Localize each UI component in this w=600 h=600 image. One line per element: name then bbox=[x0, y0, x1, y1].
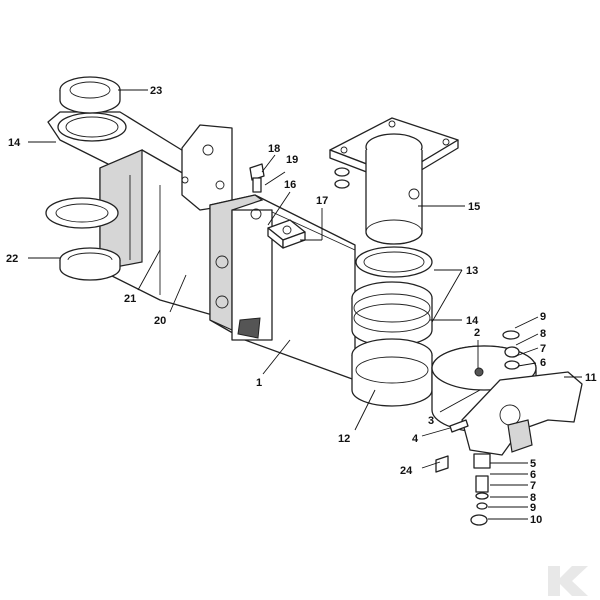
callout-3: 3 bbox=[428, 415, 434, 427]
callout-4: 4 bbox=[412, 433, 419, 445]
callout-6-upper: 6 bbox=[540, 357, 546, 369]
callout-8-lower: 8 bbox=[530, 492, 536, 504]
callout-21: 21 bbox=[124, 293, 136, 305]
callout-7-upper: 7 bbox=[540, 343, 546, 355]
callout-14-left: 14 bbox=[8, 137, 21, 149]
nut bbox=[334, 167, 350, 189]
callout-17: 17 bbox=[316, 195, 328, 207]
lower-pivot-ring bbox=[45, 197, 121, 281]
callout-13: 13 bbox=[466, 265, 478, 277]
wear-pad bbox=[267, 219, 306, 249]
clip bbox=[435, 455, 449, 473]
callout-16: 16 bbox=[284, 179, 296, 191]
leader-lines bbox=[28, 89, 582, 520]
flange-bushing bbox=[329, 117, 459, 245]
bushing-stack bbox=[351, 281, 433, 407]
callout-18: 18 bbox=[268, 143, 280, 155]
upper-pin-stack bbox=[502, 330, 520, 370]
bolt bbox=[249, 163, 265, 193]
callout-12: 12 bbox=[338, 433, 350, 445]
callout-19: 19 bbox=[286, 154, 298, 166]
kramp-k-logo-icon bbox=[548, 566, 588, 596]
seal-ring-top bbox=[59, 76, 121, 114]
grease-nipple bbox=[449, 419, 469, 433]
callout-5: 5 bbox=[530, 458, 536, 470]
callout-9-upper: 9 bbox=[540, 311, 546, 323]
callout-2: 2 bbox=[474, 327, 480, 339]
callout-15: 15 bbox=[468, 201, 480, 213]
callout-1: 1 bbox=[256, 377, 262, 389]
lower-pin-stack bbox=[470, 453, 491, 526]
callout-22: 22 bbox=[6, 253, 18, 265]
frame-column bbox=[99, 124, 233, 321]
callout-8-upper: 8 bbox=[540, 328, 546, 340]
callout-14-right: 14 bbox=[466, 315, 479, 327]
callout-7-lower: 7 bbox=[530, 480, 536, 492]
main-beam bbox=[209, 194, 356, 381]
callout-10: 10 bbox=[530, 514, 542, 526]
callout-11: 11 bbox=[585, 372, 597, 384]
callout-9-lower: 9 bbox=[530, 502, 536, 514]
callout-24: 24 bbox=[400, 465, 413, 477]
callout-20: 20 bbox=[154, 315, 166, 327]
callout-6-lower: 6 bbox=[530, 469, 536, 481]
seal-ring-13 bbox=[355, 246, 433, 278]
callout-23: 23 bbox=[150, 85, 162, 97]
